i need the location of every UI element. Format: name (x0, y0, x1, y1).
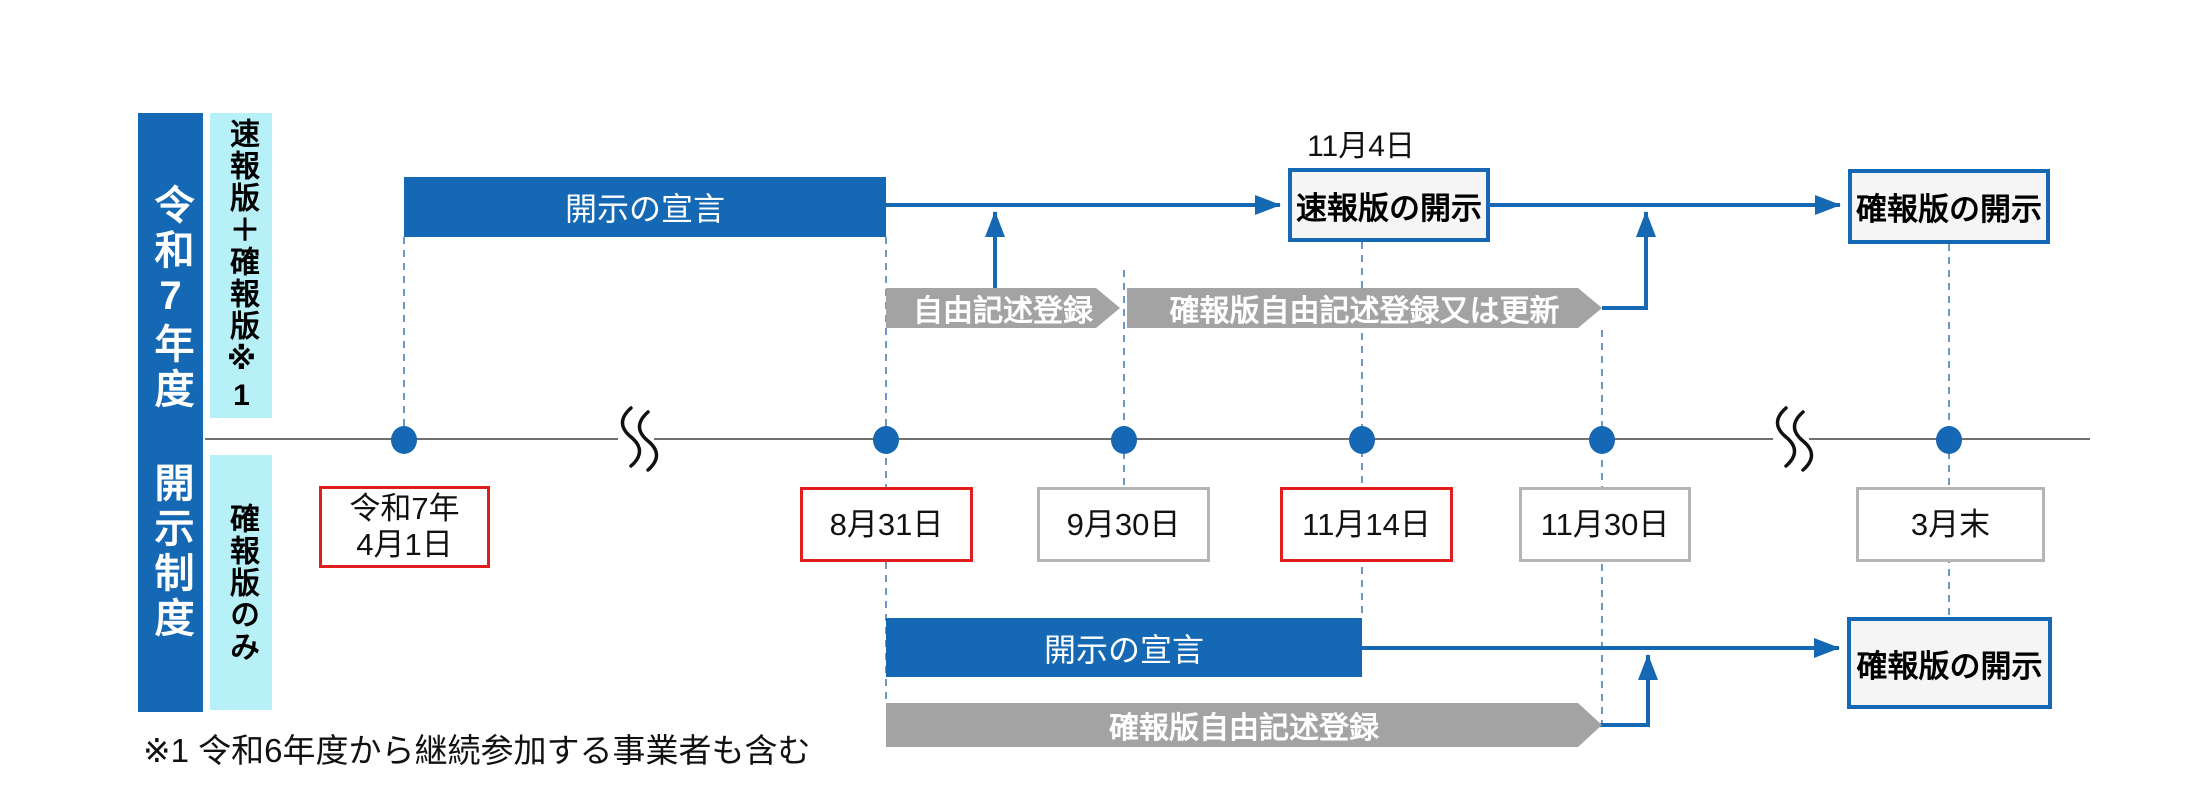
bottom-band-final-free-entry: 確報版自由記述登録 (886, 703, 1602, 747)
flash-date-text: 11月4日 (1307, 130, 1415, 163)
bottom-declaration-bar: 開示の宣言 (886, 618, 1362, 677)
date-box-sep30: 9月30日 (1037, 487, 1210, 562)
date-april1-line1: 令和7年 (349, 491, 460, 527)
fiscal-year-title-bar: 令和7年度 開示制度 (138, 113, 203, 712)
top-band2-label: 確報版自由記述登録又は更新 (1169, 295, 1560, 328)
axis-break-icon (618, 403, 659, 475)
top-band1-label: 自由記述登録 (913, 295, 1093, 328)
date-box-nov14: 11月14日 (1280, 487, 1453, 562)
fiscal-year-title: 令和7年度 開示制度 (148, 183, 193, 642)
flow-arrows-bottom (1362, 638, 1840, 727)
date-april1-line2: 4月1日 (356, 527, 453, 562)
date-nov30-label: 11月30日 (1540, 506, 1670, 542)
flash-disclosure-label: 速報版の開示 (1296, 190, 1482, 226)
date-box-aug31: 8月31日 (800, 487, 973, 562)
top-band-free-entry: 自由記述登録 (886, 288, 1120, 328)
date-box-nov30: 11月30日 (1519, 487, 1691, 562)
top-band-final-free-entry-update: 確報版自由記述登録又は更新 (1127, 288, 1602, 328)
row-label-flash-plus-final: 速報版＋確報版※1 (210, 113, 272, 418)
bottom-declaration-label: 開示の宣言 (1043, 631, 1204, 668)
date-nov14-label: 11月14日 (1302, 506, 1431, 542)
top-declaration-label: 開示の宣言 (564, 191, 725, 227)
flash-disclosure-box: 速報版の開示 (1288, 168, 1490, 242)
final-disclosure-box-bottom: 確報版の開示 (1847, 617, 2052, 709)
flow-arrows-top (886, 195, 1841, 310)
row-label-final-only: 確報版のみ (210, 455, 272, 710)
milestone-dots (391, 426, 1962, 454)
bottom-band-label: 確報版自由記述登録 (1109, 712, 1379, 745)
flash-disclosure-date-label: 11月4日 (1286, 121, 1436, 165)
footnote: ※1 令和6年度から継続参加する事業者も含む (143, 724, 811, 772)
date-box-march-end: 3月末 (1856, 487, 2045, 562)
footnote-text: ※1 令和6年度から継続参加する事業者も含む (143, 732, 811, 769)
final-disclosure-bottom-label: 確報版の開示 (1856, 648, 2043, 684)
date-sep30-label: 9月30日 (1066, 506, 1181, 542)
axis-break-icon (1773, 403, 1814, 475)
row-label-bottom-text: 確報版のみ (225, 502, 258, 663)
date-aug31-label: 8月31日 (829, 506, 944, 542)
final-disclosure-top-label: 確報版の開示 (1856, 192, 2042, 227)
date-march-end-label: 3月末 (1910, 506, 1991, 542)
date-box-april1: 令和7年 4月1日 (319, 486, 490, 568)
row-label-top-text: 速報版＋確報版※1 (225, 117, 258, 414)
top-declaration-bar: 開示の宣言 (404, 177, 886, 237)
final-disclosure-box-top: 確報版の開示 (1848, 169, 2050, 244)
